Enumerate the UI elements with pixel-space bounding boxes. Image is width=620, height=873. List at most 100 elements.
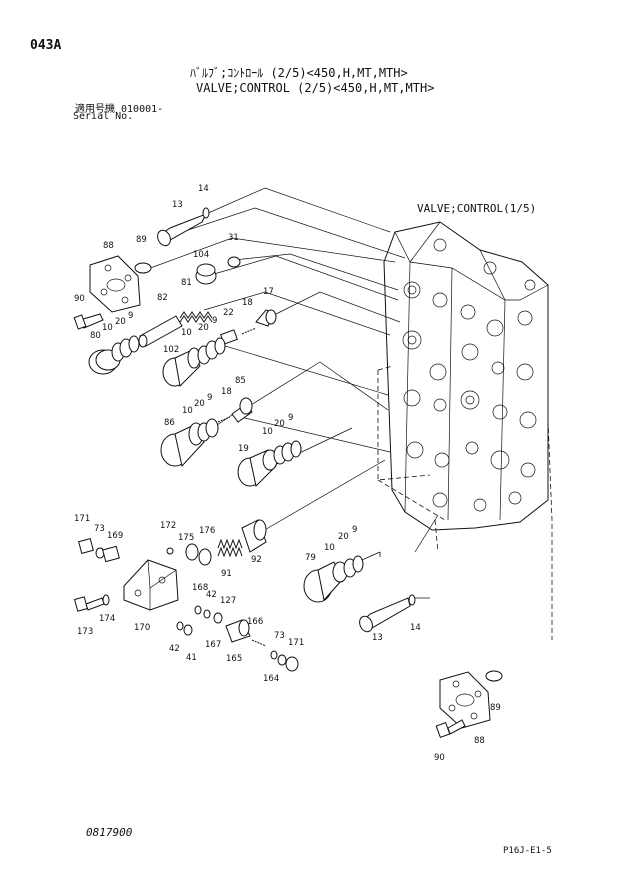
part-173-bolt (74, 596, 105, 612)
callout-85: 85 (235, 376, 246, 386)
callout-80: 80 (90, 331, 101, 341)
part-14-o-ring-b (408, 594, 416, 606)
part-9-o-ring-b (214, 337, 226, 355)
callout-18-b: 18 (221, 387, 232, 397)
callout-171: 171 (74, 514, 90, 524)
section-outlines (377, 365, 553, 640)
drawing-code: 0817900 (86, 826, 133, 839)
part-18-pin-b (217, 416, 231, 423)
part-73-ring-b (277, 654, 287, 666)
part-165-valve (225, 619, 251, 643)
callout-20-e: 20 (338, 532, 349, 542)
part-14-o-ring (202, 207, 210, 219)
part-169-plug (102, 545, 120, 563)
callout-20-d: 20 (274, 419, 285, 429)
callout-14: 14 (198, 184, 209, 194)
part-81-spring (179, 311, 213, 323)
part-9-o-ring (128, 335, 140, 353)
part-18-pin (241, 327, 257, 335)
callout-10-e: 10 (324, 543, 335, 553)
callout-9-b: 9 (212, 316, 217, 326)
callout-13: 13 (172, 200, 183, 210)
part-176-ring (198, 548, 212, 566)
part-9-o-ring-e (352, 555, 364, 573)
callout-165: 165 (226, 654, 242, 664)
part-13-bolt (157, 213, 208, 247)
callout-102: 102 (163, 345, 179, 355)
callout-91: 91 (221, 569, 232, 579)
callout-41: 41 (186, 653, 197, 663)
part-13-bolt-b (359, 597, 411, 633)
callout-89-b: 89 (490, 703, 501, 713)
callout-174: 174 (99, 614, 115, 624)
callout-167: 167 (205, 640, 221, 650)
part-174-ring (102, 594, 110, 606)
serial-label: Serial No. (73, 111, 134, 122)
part-89-o-ring (134, 262, 152, 274)
callout-10-d: 10 (262, 427, 273, 437)
part-102-cap (162, 347, 201, 388)
valve-body (383, 221, 549, 531)
callout-9-c: 9 (207, 393, 212, 403)
part-82-spool (138, 315, 183, 348)
page-title-japanese: ﾊﾞﾙﾌﾞ;ｺﾝﾄﾛｰﾙ (2/5)<450,H,MT,MTH> (190, 66, 408, 80)
callout-79: 79 (305, 553, 316, 563)
part-175-ring (185, 543, 199, 561)
part-19-cap (237, 449, 278, 488)
callout-22: 22 (223, 308, 234, 318)
callout-18: 18 (242, 298, 253, 308)
callout-9-e: 9 (352, 525, 357, 535)
callout-42-b: 42 (169, 644, 180, 654)
callout-171-b: 171 (288, 638, 304, 648)
callout-88-b: 88 (474, 736, 485, 746)
part-17-poppet (255, 309, 277, 327)
callout-173: 173 (77, 627, 93, 637)
callout-169: 169 (107, 531, 123, 541)
callout-86: 86 (164, 418, 175, 428)
callout-9: 9 (128, 311, 133, 321)
part-166-spring (251, 639, 267, 647)
part-170-block (123, 559, 179, 611)
callout-13-b: 13 (372, 633, 383, 643)
callout-81: 81 (181, 278, 192, 288)
callout-17: 17 (263, 287, 274, 297)
part-168-ring (194, 605, 202, 615)
callout-31: 31 (228, 233, 239, 243)
callout-42: 42 (206, 590, 217, 600)
part-88-flange-b (439, 671, 491, 729)
callout-90-b: 90 (434, 753, 445, 763)
part-171-plug-b (285, 656, 299, 672)
callout-82: 82 (157, 293, 168, 303)
part-86-cap (160, 422, 205, 468)
part-42-ring (203, 609, 211, 619)
callout-19: 19 (238, 444, 249, 454)
page-code: 043A (30, 38, 62, 53)
callout-170: 170 (134, 623, 150, 633)
part-172-ball (166, 547, 174, 555)
callout-10-c: 10 (182, 406, 193, 416)
part-91-spring (217, 538, 243, 558)
serial-label-japanese: 適用号機 010001- (75, 104, 164, 115)
callout-73-b: 73 (274, 631, 285, 641)
part-92-cap (241, 519, 267, 553)
callout-176: 176 (199, 526, 215, 536)
callout-127: 127 (220, 596, 236, 606)
part-31-o-ring (227, 256, 241, 268)
callout-92: 92 (251, 555, 262, 565)
callout-9-d: 9 (288, 413, 293, 423)
part-90-bolt (73, 313, 104, 330)
callout-175: 175 (178, 533, 194, 543)
callout-89: 89 (136, 235, 147, 245)
callout-90: 90 (74, 294, 85, 304)
callout-166: 166 (247, 617, 263, 627)
callout-20-b: 20 (198, 323, 209, 333)
valve-control-reference-label: VALVE;CONTROL(1/5) (417, 202, 537, 215)
callout-10-b: 10 (181, 328, 192, 338)
callout-168: 168 (192, 583, 208, 593)
callout-20-c: 20 (194, 399, 205, 409)
part-171-plug (78, 538, 94, 554)
callout-14-b: 14 (410, 623, 421, 633)
part-20-ring-c (205, 418, 219, 438)
part-85-poppet (231, 397, 253, 423)
